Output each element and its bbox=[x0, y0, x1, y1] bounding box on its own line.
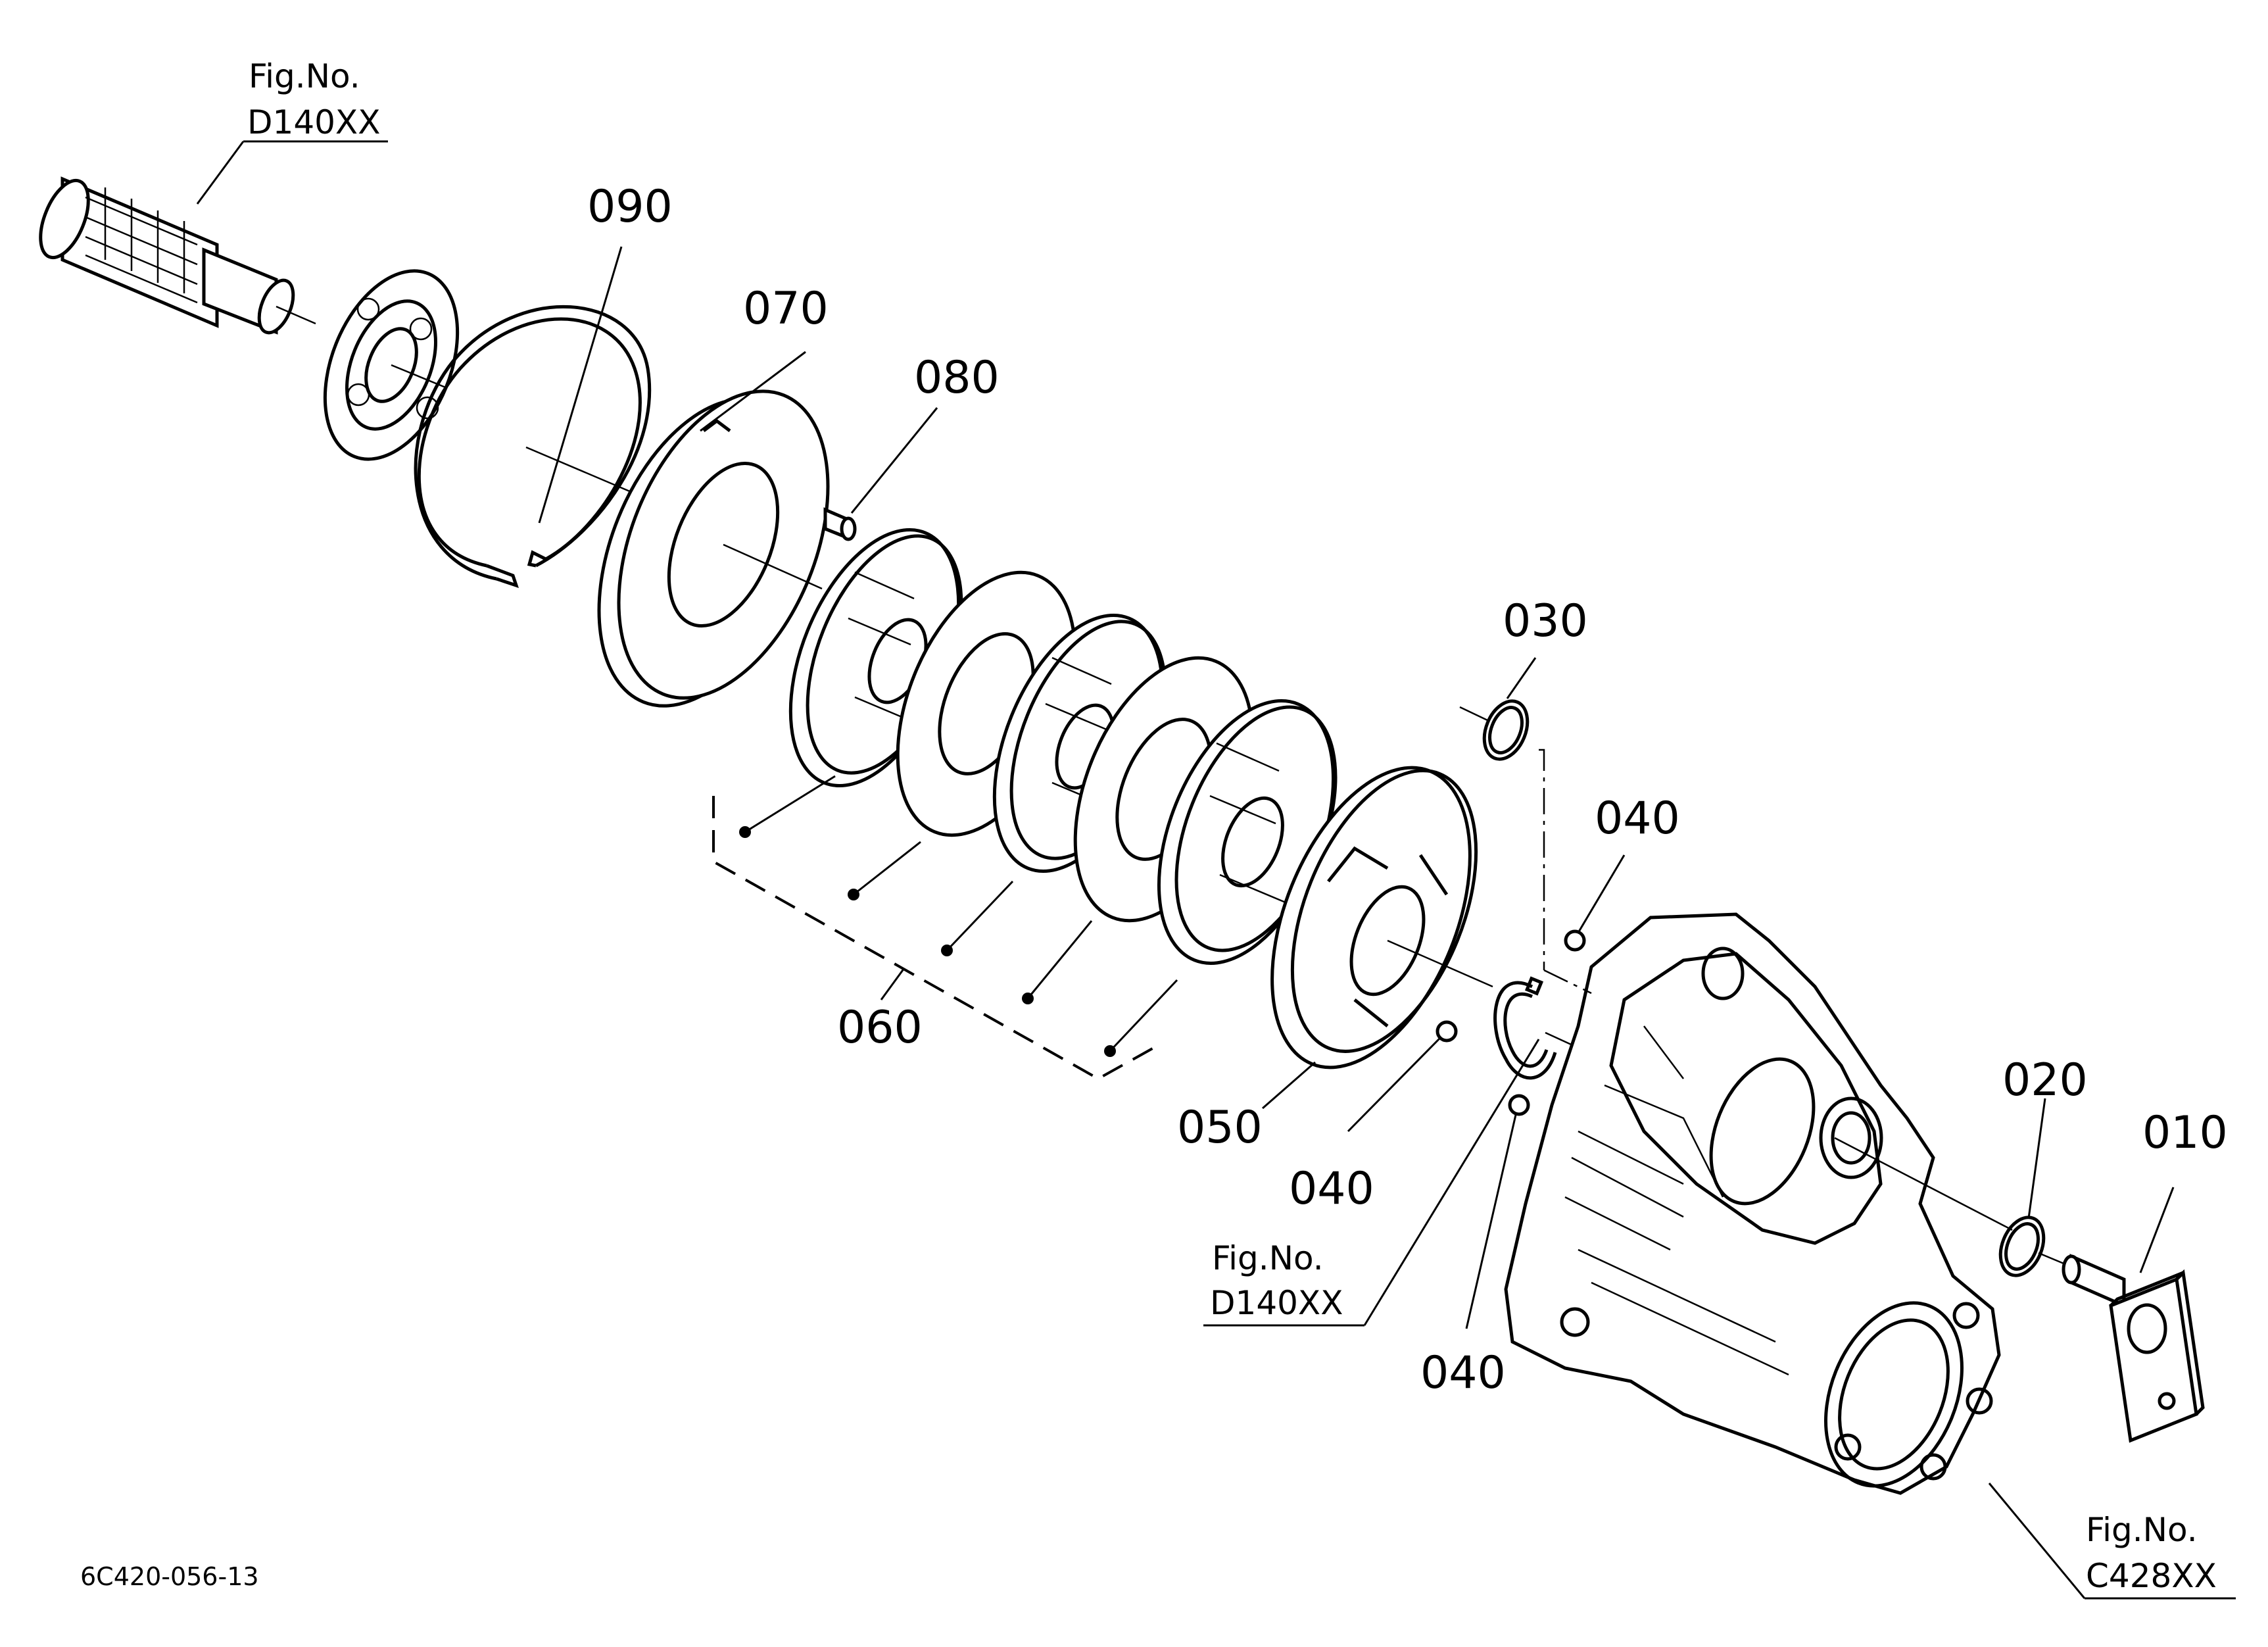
part-070-thrust-plate bbox=[597, 389, 830, 708]
label-090: 090 bbox=[587, 181, 673, 233]
label-040-middle: 040 bbox=[1289, 1163, 1374, 1215]
label-030: 030 bbox=[1503, 595, 1588, 647]
circlip bbox=[1493, 976, 1625, 1080]
fig-ref-bottom-right-code: C428XX bbox=[2086, 1557, 2217, 1595]
part-030-o-ring bbox=[1459, 699, 1545, 970]
label-040-upper: 040 bbox=[1595, 793, 1680, 845]
fig-ref-top-left-code: D140XX bbox=[247, 103, 380, 141]
part-010-shaft-plate bbox=[2062, 1254, 2205, 1443]
label-010: 010 bbox=[2142, 1107, 2228, 1159]
splined-shaft bbox=[39, 176, 316, 335]
part-080-pin bbox=[823, 507, 857, 541]
label-070: 070 bbox=[743, 283, 829, 335]
fig-ref-top-left-prefix: Fig.No. bbox=[249, 57, 360, 95]
label-040-lower: 040 bbox=[1420, 1347, 1506, 1399]
fig-ref-middle-prefix: Fig.No. bbox=[1212, 1239, 1324, 1277]
part-090-snap-ring bbox=[414, 305, 652, 588]
transmission-housing bbox=[1504, 912, 2013, 1495]
leader-lines bbox=[196, 140, 2236, 1600]
fig-ref-middle-code: D140XX bbox=[1210, 1284, 1343, 1322]
label-080: 080 bbox=[914, 352, 1000, 404]
part-040-steel-balls bbox=[1436, 929, 1586, 1116]
label-020: 020 bbox=[2002, 1054, 2088, 1106]
part-060-clutch-pack bbox=[712, 528, 1338, 1081]
label-060: 060 bbox=[837, 1002, 923, 1054]
fig-ref-bottom-right-prefix: Fig.No. bbox=[2086, 1511, 2198, 1549]
drawing-code: 6C420-056-13 bbox=[80, 1562, 259, 1591]
ball-bearing bbox=[323, 269, 460, 461]
label-050: 050 bbox=[1177, 1102, 1263, 1154]
